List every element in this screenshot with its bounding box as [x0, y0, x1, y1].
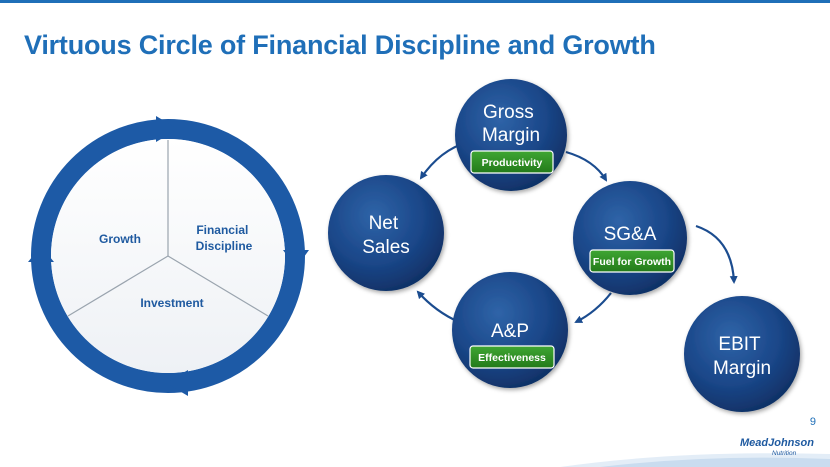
tag-effectiveness: [469, 345, 555, 369]
footer-wave: [560, 453, 830, 467]
svg-text:SG&A: SG&A: [604, 224, 657, 245]
page-title: Virtuous Circle of Financial Discipline …: [24, 30, 656, 60]
tag-fuel-for-growth: [589, 249, 675, 273]
ring-arrow-right-icon: [283, 250, 309, 268]
svg-text:MeadJohnson: MeadJohnson: [740, 437, 814, 449]
tag-productivity: [470, 150, 554, 174]
ring-arrow-bottom-icon: [166, 370, 188, 396]
top-rule: [0, 0, 830, 3]
arrow-gm-to-sga: [565, 150, 608, 182]
tag-fuel-for-growth-label: Fuel for Growth: [593, 256, 671, 268]
node-gross-margin: Gross Margin Productivity: [455, 79, 567, 191]
divider-left: [67, 255, 169, 317]
svg-text:Gross Margin: Gross Margin: [482, 102, 540, 146]
node-ebit-margin: EBIT Margin: [684, 296, 800, 412]
ring-arrow-top-icon: [156, 116, 178, 142]
arrow-sga-to-ap: [574, 292, 612, 323]
svg-text:A&P: A&P: [491, 321, 529, 342]
segment-growth-label: Growth: [99, 232, 141, 246]
node-ap: A&P Effectiveness: [452, 272, 568, 388]
page-number: 9: [809, 416, 816, 428]
segment-investment-label: Investment: [140, 296, 203, 310]
virtuous-cycle: Growth Financial Discipline Investment: [28, 116, 309, 396]
meadjohnson-logo: MeadJohnson Nutrition: [740, 437, 814, 457]
svg-text:Net Sales: Net Sales: [362, 213, 410, 258]
arrow-ap-to-netsales: [416, 290, 460, 324]
svg-text:Nutrition: Nutrition: [772, 450, 797, 457]
tag-effectiveness-label: Effectiveness: [478, 352, 546, 364]
segment-financial-discipline-label: Financial Discipline: [196, 223, 253, 253]
divider-right: [167, 255, 269, 317]
ring-arrow-left-icon: [28, 246, 54, 262]
arrow-sga-to-ebit: [695, 224, 738, 284]
node-net-sales: Net Sales: [328, 175, 444, 291]
tag-productivity-label: Productivity: [482, 157, 543, 169]
svg-text:EBIT Margin: EBIT Margin: [713, 334, 771, 379]
node-sga: SG&A Fuel for Growth: [573, 181, 687, 295]
